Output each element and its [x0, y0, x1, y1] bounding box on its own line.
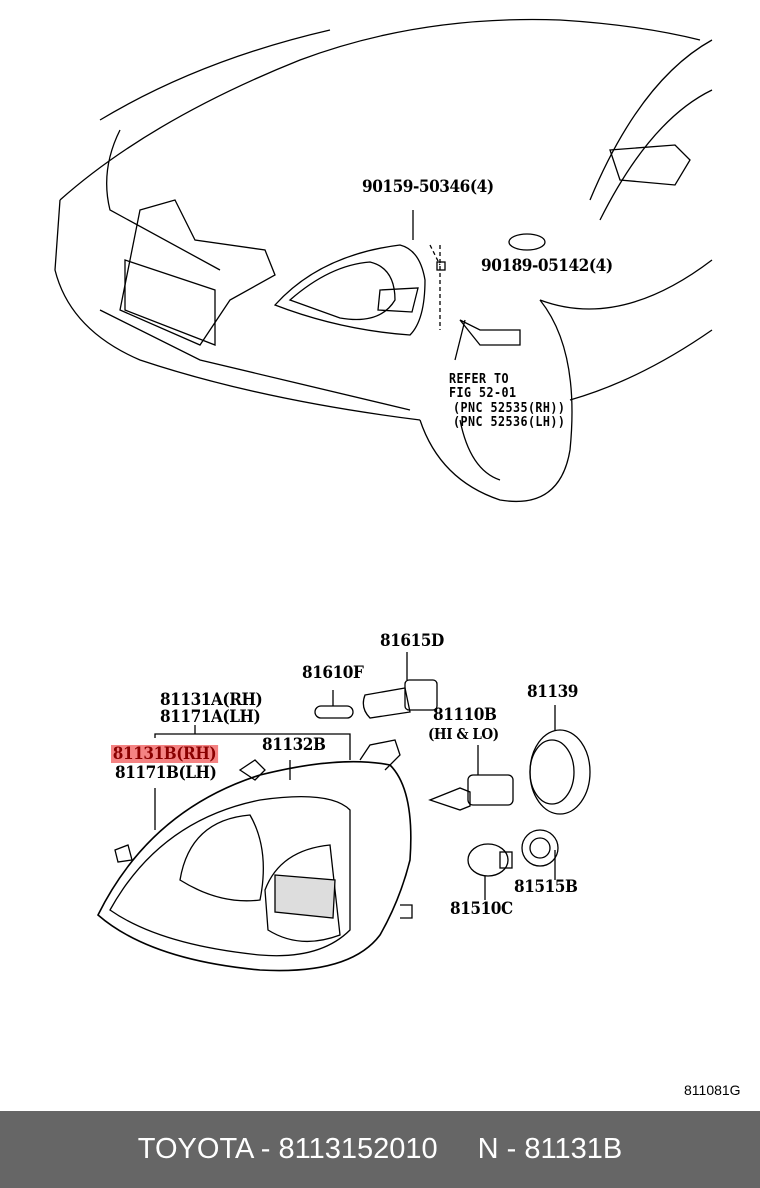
callout-81171b: 81171B(LH): [115, 763, 217, 783]
refer-line-2: FIG 52-01: [449, 386, 517, 401]
footer-reference: N - 81131B: [477, 1133, 623, 1165]
refer-line-1: REFER TO: [449, 372, 509, 387]
callout-81131b-highlighted[interactable]: 81131B(RH): [111, 744, 218, 764]
callout-81510c: 81510C: [450, 899, 513, 919]
callout-81132b: 81132B: [262, 735, 326, 755]
callout-81615d: 81615D: [380, 631, 444, 651]
callout-81110b: 81110B: [433, 705, 497, 725]
illustration-code: 811081G: [684, 1082, 741, 1098]
callout-hi-lo: (HI & LO): [428, 725, 499, 743]
callout-81515b: 81515B: [514, 877, 578, 897]
callout-bolt: 90159-50346(4): [362, 177, 494, 197]
refer-line-3: (PNC 52535(RH)): [453, 401, 566, 416]
installed-headlamp: [273, 210, 521, 361]
headlamp-assembly: [97, 725, 413, 972]
callout-81139: 81139: [527, 682, 578, 702]
callout-81610f: 81610F: [302, 663, 364, 683]
callout-81171a: 81171A(LH): [160, 707, 261, 727]
footer-bar: TOYOTA - 8113152010 N - 81131B: [0, 1111, 760, 1188]
callout-81131a: 81131A(RH): [160, 690, 263, 710]
car-outline: [54, 18, 713, 502]
bulb-parts: [314, 652, 591, 900]
callout-nut: 90189-05142(4): [481, 256, 613, 276]
car-headlamp-illustration: [54, 18, 713, 972]
refer-line-4: (PNC 52536(LH)): [453, 415, 566, 430]
footer-part-number: TOYOTA - 8113152010: [137, 1133, 438, 1165]
